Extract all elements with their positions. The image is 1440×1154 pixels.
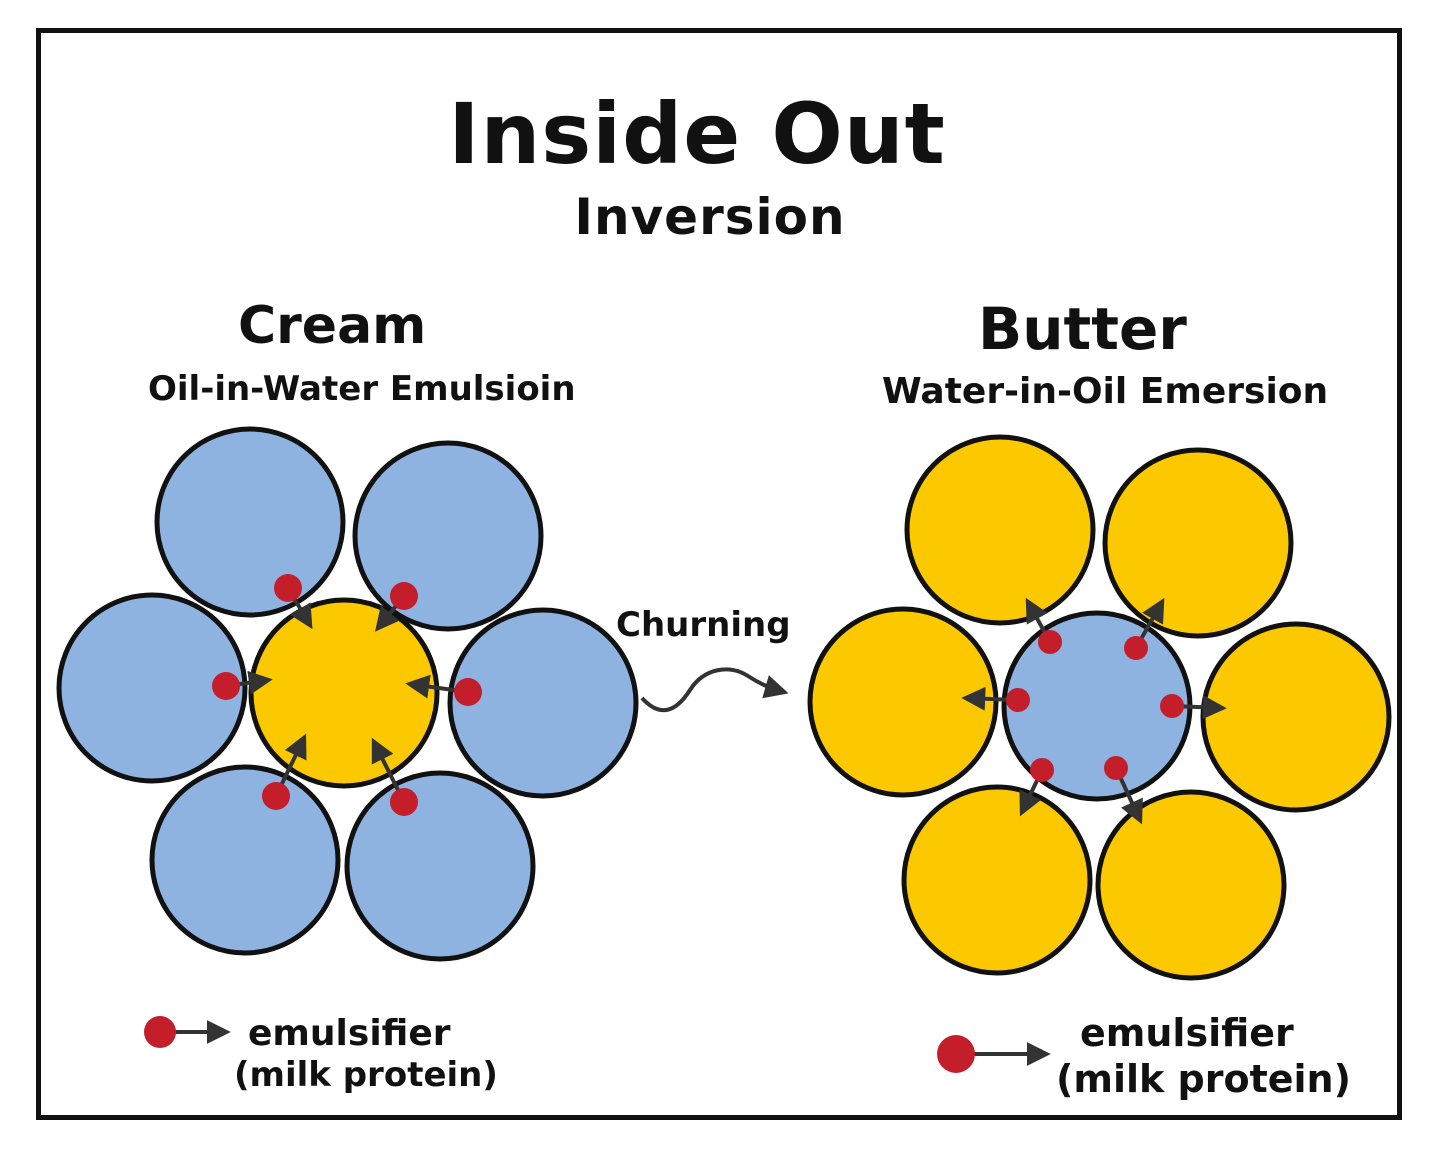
legend-left-sublabel: (milk protein): [234, 1055, 498, 1095]
churning-arrow: [640, 667, 789, 713]
emulsifier-marker: [1025, 597, 1062, 654]
emulsifier-marker: [1104, 756, 1143, 825]
fat-globule: [904, 434, 1096, 626]
fat-globule: [1095, 789, 1287, 981]
page-title: Inside Out: [448, 85, 946, 183]
butter-cluster: [807, 434, 1392, 981]
diagram-frame: [36, 28, 1402, 1120]
emulsifier-marker: [262, 733, 307, 810]
legend-right-sublabel: (milk protein): [1056, 1057, 1351, 1101]
churning-label: Churning: [616, 605, 791, 645]
emulsifier-marker: [371, 737, 418, 816]
fat-globule: [248, 597, 440, 789]
water-droplet: [344, 770, 536, 962]
butter-subheading: Water-in-Oil Emersion: [882, 371, 1329, 412]
emulsifier-marker: [212, 670, 273, 700]
legend-right-label: emulsifier: [1080, 1011, 1294, 1055]
fat-globule: [901, 784, 1093, 976]
emulsifier-marker: [374, 582, 418, 632]
emulsifier-marker: [1160, 694, 1227, 720]
water-droplet: [154, 426, 346, 618]
cream-cluster: [56, 426, 639, 962]
emulsifier-marker: [961, 686, 1030, 712]
emulsifier-marker: [405, 674, 482, 706]
water-droplet: [56, 592, 248, 784]
legend-left-symbol: [144, 1016, 231, 1048]
legend-left-label: emulsifier: [248, 1013, 451, 1054]
fat-globule: [1102, 447, 1294, 639]
emulsifier-marker: [1124, 597, 1165, 660]
legend-right-symbol: [937, 1035, 1051, 1073]
emulsifier-marker: [274, 574, 313, 630]
water-droplet: [352, 440, 544, 632]
emulsifier-marker: [1019, 758, 1054, 817]
page-subtitle: Inversion: [574, 188, 846, 246]
fat-globule: [1200, 621, 1392, 813]
cream-heading: Cream: [238, 296, 427, 356]
fat-globule: [807, 606, 999, 798]
water-droplet: [447, 607, 639, 799]
water-droplet: [149, 764, 341, 956]
cream-subheading: Oil-in-Water Emulsioin: [148, 369, 576, 409]
butter-heading: Butter: [978, 295, 1187, 363]
